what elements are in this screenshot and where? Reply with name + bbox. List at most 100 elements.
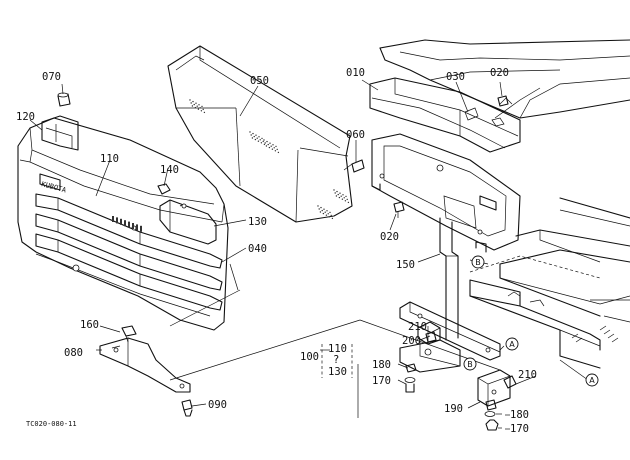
callout-180-left: 180	[372, 359, 391, 371]
grille-slots	[112, 216, 142, 232]
vent-dot	[275, 145, 277, 148]
grille-slot	[140, 225, 142, 232]
vent-dot	[337, 193, 339, 196]
vent-dot	[323, 208, 325, 210]
callout-170-right: 170	[510, 423, 529, 435]
vent-dot	[197, 108, 200, 110]
callout-130-range: 130	[328, 366, 347, 378]
vent-dot	[258, 136, 260, 138]
grille-slot	[116, 217, 118, 224]
vent-dot	[260, 142, 263, 144]
vent-dot	[268, 146, 271, 149]
svg-text:A: A	[509, 340, 515, 349]
svg-text:B: B	[475, 258, 481, 267]
callout-070: 070	[42, 71, 61, 83]
callout-120: 120	[16, 111, 35, 123]
vent-dot	[322, 212, 325, 215]
vent-dot	[327, 213, 329, 215]
vent-dot	[203, 111, 206, 114]
callout-170-left: 170	[372, 375, 391, 387]
grille-slot	[120, 218, 122, 225]
vent-dot	[270, 145, 272, 147]
bolt-160	[121, 325, 137, 343]
side-panel-050	[167, 45, 353, 223]
vent-dot	[250, 134, 252, 136]
vent-dot	[341, 198, 344, 200]
vent-dot	[263, 139, 265, 141]
vent-dot	[255, 134, 257, 136]
vent-dot	[277, 151, 280, 154]
callout-080: 080	[64, 347, 83, 359]
callout-030: 030	[446, 71, 465, 83]
vent-dot	[330, 214, 332, 217]
vent-dot	[200, 110, 203, 112]
range-separator: ?	[333, 354, 339, 366]
bolt-210-mid	[425, 331, 437, 343]
callout-150: 150	[396, 259, 415, 271]
callout-210-right: 210	[518, 369, 537, 381]
vent-dot	[202, 108, 204, 111]
vent-dot	[271, 148, 274, 150]
ref-marker-B-upper: B	[471, 255, 485, 269]
callout-200: 200	[402, 335, 421, 347]
callout-020-lower: 020	[380, 231, 399, 243]
vent-dot	[320, 206, 322, 209]
vent-dot	[342, 194, 344, 196]
vent-dot	[266, 140, 268, 143]
hood-bracket-frame	[371, 133, 521, 253]
callout-110: 110	[100, 153, 119, 165]
vent-dot	[346, 198, 348, 201]
bolt-090	[181, 399, 193, 417]
vent-dot	[343, 197, 345, 199]
vent-dot	[194, 106, 197, 109]
frame-right	[469, 197, 630, 369]
vent-dot	[199, 107, 201, 109]
vent-dot	[338, 196, 341, 199]
ref-marker-A-upper: A	[505, 337, 519, 351]
callout-130: 130	[248, 216, 267, 228]
callout-190: 190	[444, 403, 463, 415]
vent-dot	[252, 132, 254, 135]
vent-dot	[256, 137, 258, 139]
callout-100: 100	[300, 351, 319, 363]
callout-180-right: 180	[510, 409, 529, 421]
vent-dot	[254, 138, 257, 141]
vent-dot	[251, 137, 254, 139]
bolt-060	[343, 159, 365, 173]
vent-dot	[264, 142, 266, 144]
callout-140: 140	[160, 164, 179, 176]
vent-dot	[193, 103, 195, 106]
vent-dot	[345, 195, 347, 198]
vent-dot	[253, 135, 255, 138]
drawing-code: TC020-080-11	[26, 420, 77, 428]
vent-dot	[328, 216, 331, 218]
callout-020-upper: 020	[490, 67, 509, 79]
vent-dot	[262, 140, 264, 143]
grille-slot	[132, 223, 134, 229]
vent-dot	[329, 211, 331, 214]
leader-lines	[29, 79, 589, 429]
vent-dot	[274, 150, 277, 152]
svg-text:B: B	[467, 360, 473, 369]
vent-dot	[317, 205, 319, 207]
vent-dot	[189, 99, 191, 101]
vent-dot	[198, 104, 200, 106]
badge-text: KUBOTA	[40, 180, 67, 194]
vent-dot	[347, 201, 350, 204]
grille-slot	[124, 220, 126, 227]
vent-grille-050	[189, 99, 350, 220]
callout-060: 060	[346, 129, 365, 141]
callout-050: 050	[250, 75, 269, 87]
vent-dot	[269, 142, 271, 144]
vent-dot	[273, 147, 275, 149]
vent-dot	[272, 144, 274, 146]
mount-plate-080	[99, 337, 191, 393]
vent-dot	[192, 100, 194, 103]
hatch-right	[571, 325, 619, 343]
vent-dot	[334, 192, 336, 194]
vent-dot	[265, 145, 268, 147]
callout-090: 090	[208, 399, 227, 411]
ref-marker-A-lower: A	[585, 373, 599, 387]
vent-dot	[333, 189, 335, 191]
vent-dot	[249, 131, 251, 133]
